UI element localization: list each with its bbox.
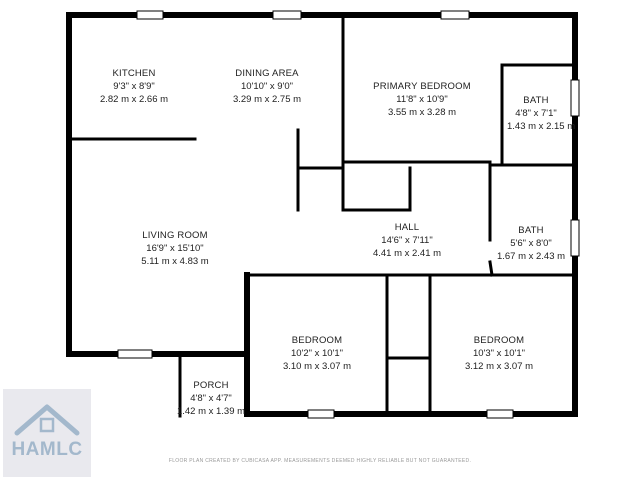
room-dining-area: DINING AREA 10'10" x 9'0" 3.29 m x 2.75 … <box>222 67 312 106</box>
room-name: HALL <box>394 222 420 233</box>
room-dimensions-metric: 4.41 m x 2.41 m <box>372 248 442 259</box>
room-dimensions-metric: 5.11 m x 4.83 m <box>141 256 209 267</box>
room-dimensions-imperial: 9'3" x 8'9" <box>113 81 155 92</box>
room-name: PRIMARY BEDROOM <box>373 81 471 92</box>
room-name: LIVING ROOM <box>142 230 208 241</box>
room-name: DINING AREA <box>235 68 299 79</box>
room-dimensions-metric: 1.42 m x 1.39 m <box>176 406 246 417</box>
room-dimensions-metric: 3.55 m x 3.28 m <box>387 107 457 118</box>
room-bedroom-right: BEDROOM 10'3" x 10'1" 3.12 m x 3.07 m <box>454 334 544 373</box>
room-porch: PORCH 4'8" x 4'7" 1.42 m x 1.39 m <box>173 379 249 418</box>
room-name: BEDROOM <box>291 335 343 346</box>
disclaimer-footer: FLOOR PLAN CREATED BY CUBICASA APP. MEAS… <box>168 458 472 464</box>
room-bedroom-left: BEDROOM 10'2" x 10'1" 3.10 m x 3.07 m <box>272 334 362 373</box>
room-living-room: LIVING ROOM 16'9" x 15'10" 5.11 m x 4.83… <box>125 229 225 268</box>
room-dimensions-imperial: 11'8" x 10'9" <box>396 94 448 105</box>
room-kitchen: KITCHEN 9'3" x 8'9" 2.82 m x 2.66 m <box>89 67 179 106</box>
room-name: BEDROOM <box>473 335 525 346</box>
room-dimensions-imperial: 10'2" x 10'1" <box>290 348 344 359</box>
room-dimensions-imperial: 4'8" x 4'7" <box>190 393 232 404</box>
room-dimensions-imperial: 10'3" x 10'1" <box>472 348 526 359</box>
room-bath-hall: BATH 5'6" x 8'0" 1.67 m x 2.43 m <box>493 224 569 263</box>
room-name: BATH <box>518 225 544 236</box>
room-bath-primary: BATH 4'8" x 7'1" 1.43 m x 2.15 m <box>507 94 576 133</box>
room-dimensions-imperial: 10'10" x 9'0" <box>240 81 294 92</box>
room-dimensions-imperial: 14'6" x 7'11" <box>381 235 433 246</box>
logo-text: HAMLC <box>11 439 83 460</box>
room-dimensions-metric: 3.29 m x 2.75 m <box>232 94 302 105</box>
room-dimensions-metric: 1.43 m x 2.15 m <box>507 121 576 132</box>
room-name: PORCH <box>193 380 229 391</box>
room-dimensions-imperial: 4'8" x 7'1" <box>515 108 557 119</box>
room-primary-bedroom: PRIMARY BEDROOM 11'8" x 10'9" 3.55 m x 3… <box>372 80 472 119</box>
interior-walls <box>70 16 577 418</box>
room-hall: HALL 14'6" x 7'11" 4.41 m x 2.41 m <box>362 221 452 260</box>
windows <box>117 10 580 419</box>
room-dimensions-metric: 3.12 m x 3.07 m <box>464 361 534 372</box>
room-dimensions-imperial: 5'6" x 8'0" <box>510 238 552 249</box>
room-dimensions-metric: 1.67 m x 2.43 m <box>496 251 566 262</box>
room-dimensions-metric: 3.10 m x 3.07 m <box>282 361 352 372</box>
room-name: BATH <box>523 95 549 106</box>
room-dimensions-metric: 2.82 m x 2.66 m <box>99 94 169 105</box>
room-name: KITCHEN <box>112 68 156 79</box>
house-roof-icon <box>14 404 80 436</box>
company-logo: HAMLC <box>3 389 91 477</box>
room-dimensions-imperial: 16'9" x 15'10" <box>146 243 204 254</box>
